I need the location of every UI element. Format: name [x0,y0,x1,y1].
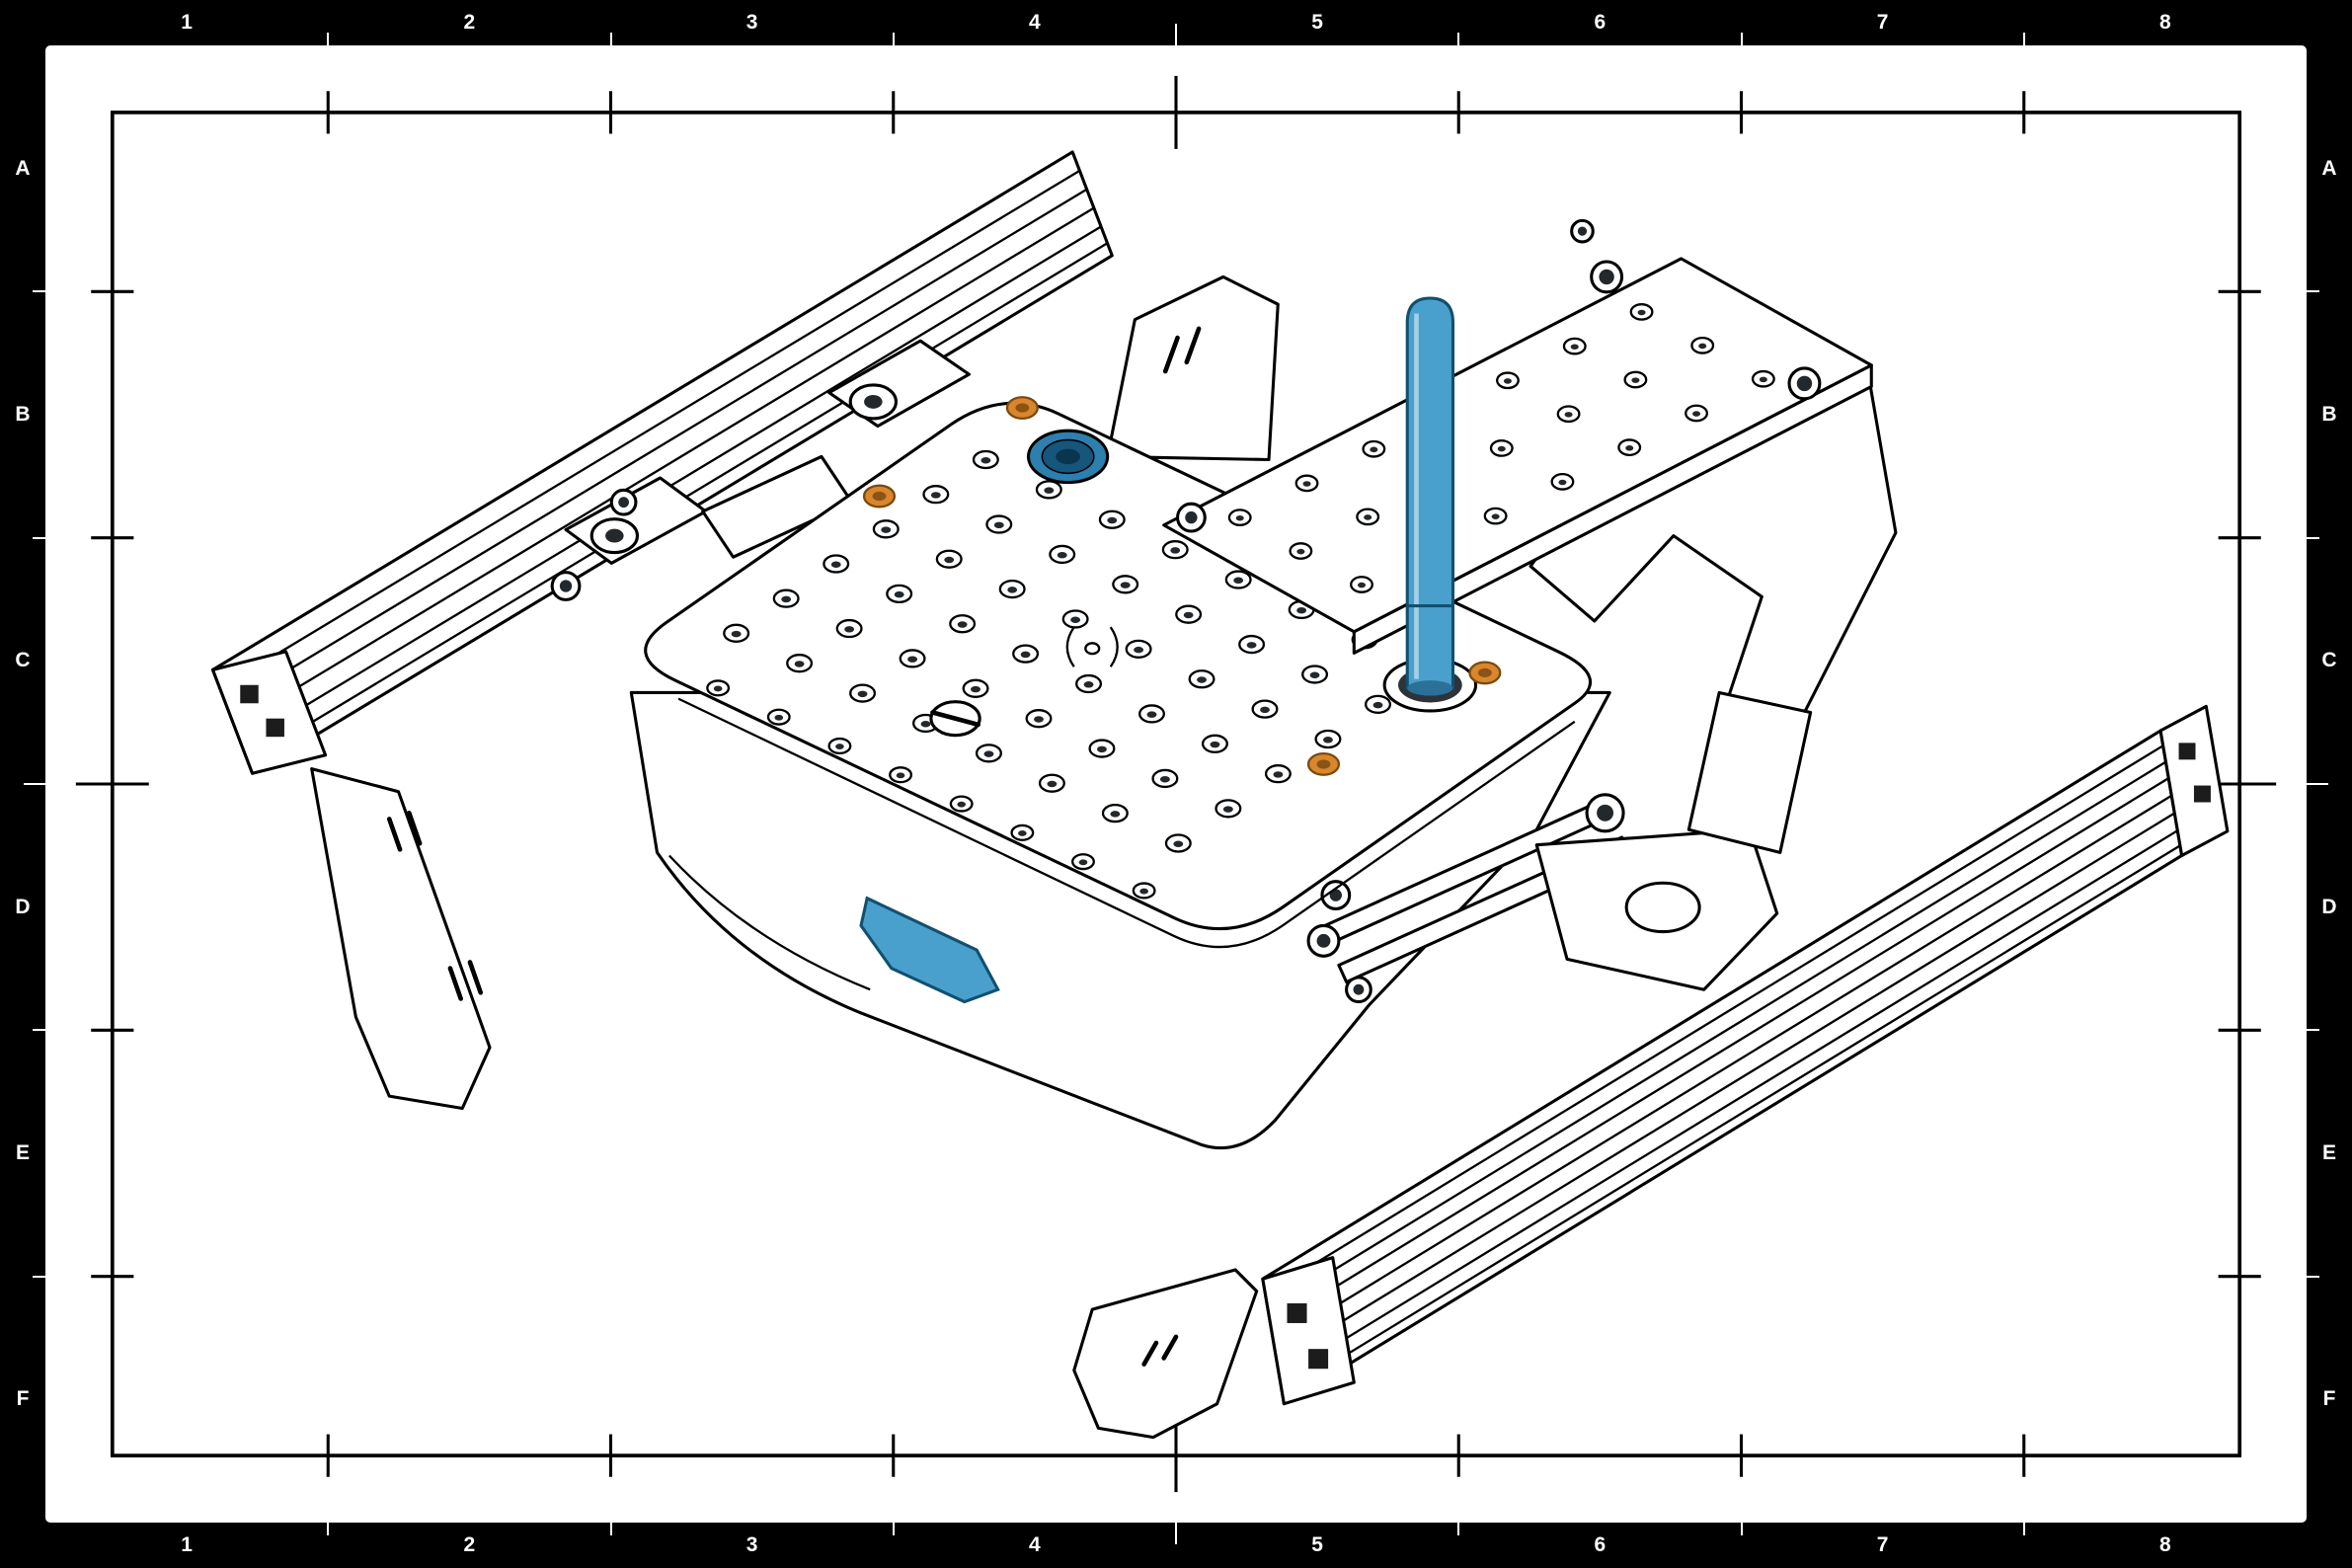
plate-hole-grid [706,449,1391,900]
frame-tick [33,1275,45,1278]
frame-tick [1175,24,1177,45]
rail-lower-right [1261,704,2230,1406]
grid-row-label: D [15,895,31,918]
frame-tick [2307,536,2319,539]
frame-tick [2307,1275,2319,1278]
frame-tick [33,536,45,539]
grid-col-label: 5 [1311,11,1323,34]
frame-tick [2022,33,2025,45]
frame-tick [1175,1523,1177,1544]
frame-tick [327,1523,330,1535]
frame-tick [2307,783,2328,785]
grid-col-label: 5 [1311,1533,1323,1556]
grid-col-label: 8 [2159,11,2171,34]
grid-col-label: 7 [1876,1533,1889,1556]
grid-col-label: 7 [1876,11,1889,34]
grid-ruler-left: A B C D E F [0,45,45,1523]
grid-col-label: 6 [1594,11,1607,34]
thumb-screw [1306,751,1341,776]
thumb-screw [1005,396,1039,421]
blue-slide-block [859,896,1000,1004]
grid-col-label: 2 [463,11,476,34]
thumb-screw [1468,661,1502,685]
grid-ruler-bottom: 1 2 3 4 5 6 7 8 [45,1523,2307,1568]
border-ticks [75,75,2277,1493]
grid-row-label: C [2321,649,2337,672]
frame-tick [327,33,330,45]
frame-tick [1740,33,1743,45]
grid-ruler-right: A B C D E F [2307,45,2352,1523]
grid-row-label: E [15,1140,30,1164]
frame-tick [892,1523,895,1535]
grid-row-label: D [2321,895,2337,918]
frame-tick [24,783,45,785]
guide-rod [1405,296,1455,696]
grid-row-label: B [2321,402,2337,426]
grid-col-label: 3 [745,11,758,34]
grid-row-label: F [2322,1387,2336,1411]
frame-tick [892,33,895,45]
frame-tick [33,1029,45,1032]
blue-grommet [1026,429,1110,485]
grid-row-label: A [2321,156,2337,180]
oval-hole [1624,881,1701,934]
rail-upper-left [210,150,1114,775]
frame-tick [33,290,45,293]
orange-thumb-screws [862,396,1502,776]
grid-row-label: F [16,1387,30,1411]
grid-row-label: C [15,649,31,672]
frame-tick [1740,1523,1743,1535]
grid-col-label: 4 [1029,1533,1041,1556]
frame-tick [609,33,612,45]
frame-tick [2307,290,2319,293]
grid-col-label: 4 [1029,11,1041,34]
grid-ruler-top: 1 2 3 4 5 6 7 8 [45,0,2307,45]
frame-tick [2307,1029,2319,1032]
assembly-drawing [75,75,2277,1493]
frame-tick [2022,1523,2025,1535]
grid-col-label: 8 [2159,1533,2171,1556]
grid-row-label: B [15,402,31,426]
grid-row-label: E [2321,1140,2336,1164]
perforated-plate [644,401,1593,949]
sheet-metal-bracket-bottom [1072,1268,1259,1440]
isometric-assembly [210,150,2230,1440]
grid-col-label: 6 [1594,1533,1607,1556]
frame-tick [1457,1523,1460,1535]
grid-col-label: 3 [745,1533,758,1556]
inner-border [75,75,2277,1493]
grid-col-label: 1 [181,11,193,34]
grid-col-label: 2 [463,1533,476,1556]
bracket-upper-middle [1106,274,1280,462]
grid-row-label: A [15,156,31,180]
frame-tick [609,1523,612,1535]
frame-tick [1457,33,1460,45]
arm-with-oval-hole [1534,827,1779,991]
grid-col-label: 1 [181,1533,193,1556]
sheet-metal-leg-left [310,767,492,1111]
thumb-screw [862,484,897,509]
